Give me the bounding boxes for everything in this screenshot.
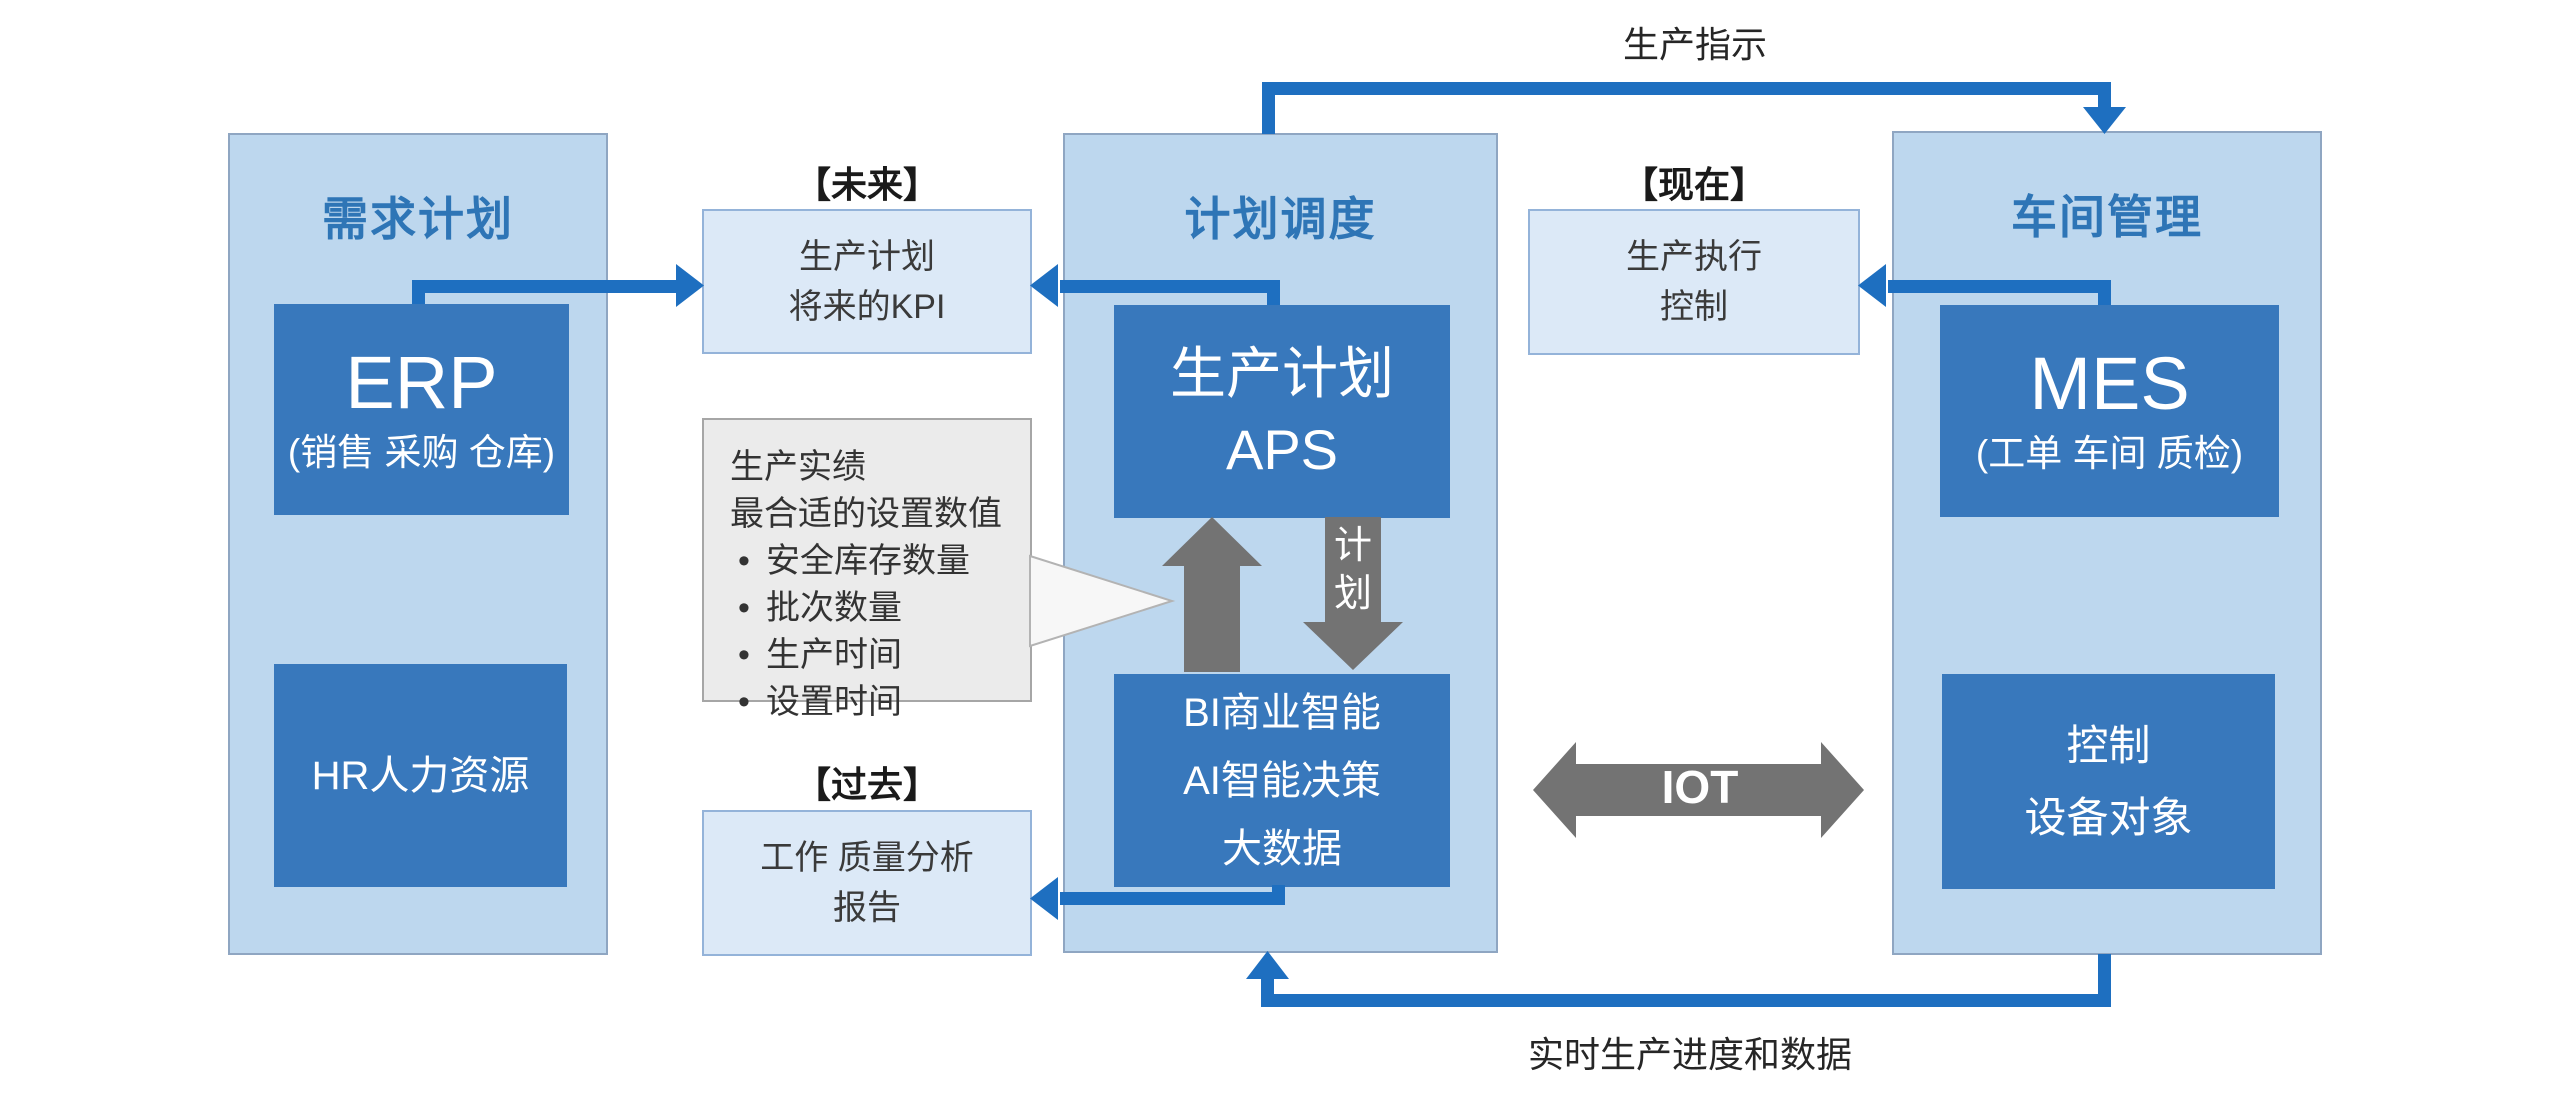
hr-box-label: HR人力资源 [311, 753, 530, 798]
hr-box: HR人力资源 [274, 664, 567, 887]
now-note-box: 生产执行 控制 [1528, 209, 1860, 355]
panel-plan-scheduling: 计划调度 生产计划 APS BI商业智能 AI智能决策 大数据 [1063, 133, 1498, 953]
control-box-line1: 控制 [2066, 721, 2151, 769]
future-note-box: 生产计划 将来的KPI [702, 209, 1032, 354]
panel-planning-title: 计划调度 [1184, 193, 1377, 245]
gray-down-arrow-plan [1303, 517, 1403, 670]
bi-ai-bigdata-box: BI商业智能 AI智能决策 大数据 [1114, 674, 1450, 887]
future-note-line1: 生产计划 [799, 237, 935, 276]
mes-box: MES (工单 车间 质检) [1940, 305, 2279, 517]
past-note-box: 工作 质量分析 报告 [702, 810, 1032, 956]
erp-box-subtitle: (销售 采购 仓库) [287, 431, 556, 473]
aps-box-line1: 生产计划 [1170, 341, 1394, 405]
bi-box-line1: BI商业智能 [1183, 690, 1381, 735]
callout-bullet-3: 生产时间 [730, 632, 1030, 679]
control-equipment-box: 控制 设备对象 [1942, 674, 2275, 889]
mes-box-subtitle: (工单 车间 质检) [1975, 433, 2244, 474]
aps-box: 生产计划 APS [1114, 305, 1450, 518]
callout-bullet-2: 批次数量 [730, 585, 1030, 632]
bottom-flow-label: 实时生产进度和数据 [1527, 1034, 1852, 1075]
erp-box: ERP (销售 采购 仓库) [274, 304, 569, 515]
now-note-line2: 控制 [1660, 288, 1728, 326]
top-flow-label: 生产指示 [1622, 24, 1767, 65]
control-box-line2: 设备对象 [2024, 793, 2193, 841]
erp-box-title: ERP [345, 340, 498, 424]
panel-demand-planning: 需求计划 ERP (销售 采购 仓库) HR人力资源 [228, 133, 608, 955]
aps-box-line2: APS [1225, 417, 1339, 481]
callout-bullet-4: 设置时间 [730, 679, 1030, 726]
panel-workshop-management: 车间管理 MES (工单 车间 质检) 控制 设备对象 [1892, 131, 2322, 955]
arrow-production-instruction [1262, 82, 2126, 134]
callout-pointer [1029, 554, 1176, 648]
mes-box-title: MES [2029, 342, 2190, 425]
callout-bullet-list: 安全库存数量 批次数量 生产时间 设置时间 [730, 538, 1030, 726]
arrow-mes-to-now [1858, 264, 2111, 307]
callout-line2: 最合适的设置数值 [730, 495, 1002, 533]
past-tag: 【过去】 [794, 764, 939, 805]
gray-up-arrow [1162, 517, 1262, 672]
callout-bullet-1: 安全库存数量 [730, 538, 1030, 585]
arrow-realtime-data [1246, 951, 2111, 1007]
arrow-bi-to-past [1030, 877, 1285, 920]
callout-line1: 生产实绩 [730, 448, 866, 486]
panel-workshop-title: 车间管理 [2011, 191, 2203, 243]
now-note-line1: 生产执行 [1626, 238, 1762, 276]
iot-double-arrow [1533, 742, 1864, 838]
past-note-line1: 工作 质量分析 [760, 839, 974, 877]
bi-box-line2: AI智能决策 [1183, 758, 1381, 803]
now-tag: 【现在】 [1621, 164, 1766, 205]
past-note-line2: 报告 [833, 889, 901, 927]
plan-arrow-label: 计划 [1333, 525, 1372, 615]
arrow-aps-to-future [1030, 264, 1280, 307]
future-note-line2: 将来的KPI [788, 287, 946, 326]
arrow-erp-to-future [412, 264, 704, 307]
bi-box-line3: 大数据 [1222, 826, 1342, 871]
future-tag: 【未来】 [794, 164, 939, 205]
iot-label: IOT [1661, 761, 1739, 813]
panel-demand-title: 需求计划 [322, 193, 514, 245]
